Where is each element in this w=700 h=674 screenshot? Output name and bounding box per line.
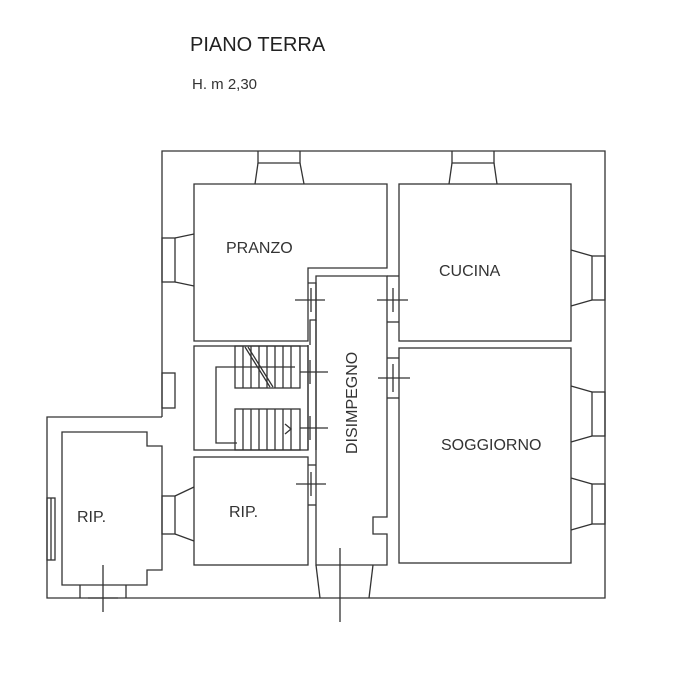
room-rip-right xyxy=(193,456,309,566)
label-soggiorno: SOGGIORNO xyxy=(441,437,541,454)
staircase xyxy=(215,345,301,451)
room-cucina xyxy=(398,183,572,342)
label-rip-right: RIP. xyxy=(229,504,258,521)
room-pranzo xyxy=(193,183,388,342)
label-disimpegno: DISIMPEGNO xyxy=(344,352,361,454)
floor-title: PIANO TERRA xyxy=(190,34,326,56)
label-rip-left: RIP. xyxy=(77,509,106,526)
windows xyxy=(46,151,606,599)
outer-wall xyxy=(46,150,606,599)
door-markers xyxy=(88,288,410,622)
room-soggiorno xyxy=(398,347,572,564)
label-pranzo: PRANZO xyxy=(226,240,293,257)
label-cucina: CUCINA xyxy=(439,263,501,280)
ceiling-height: H. m 2,30 xyxy=(192,76,258,93)
room-rip-left xyxy=(61,431,163,586)
